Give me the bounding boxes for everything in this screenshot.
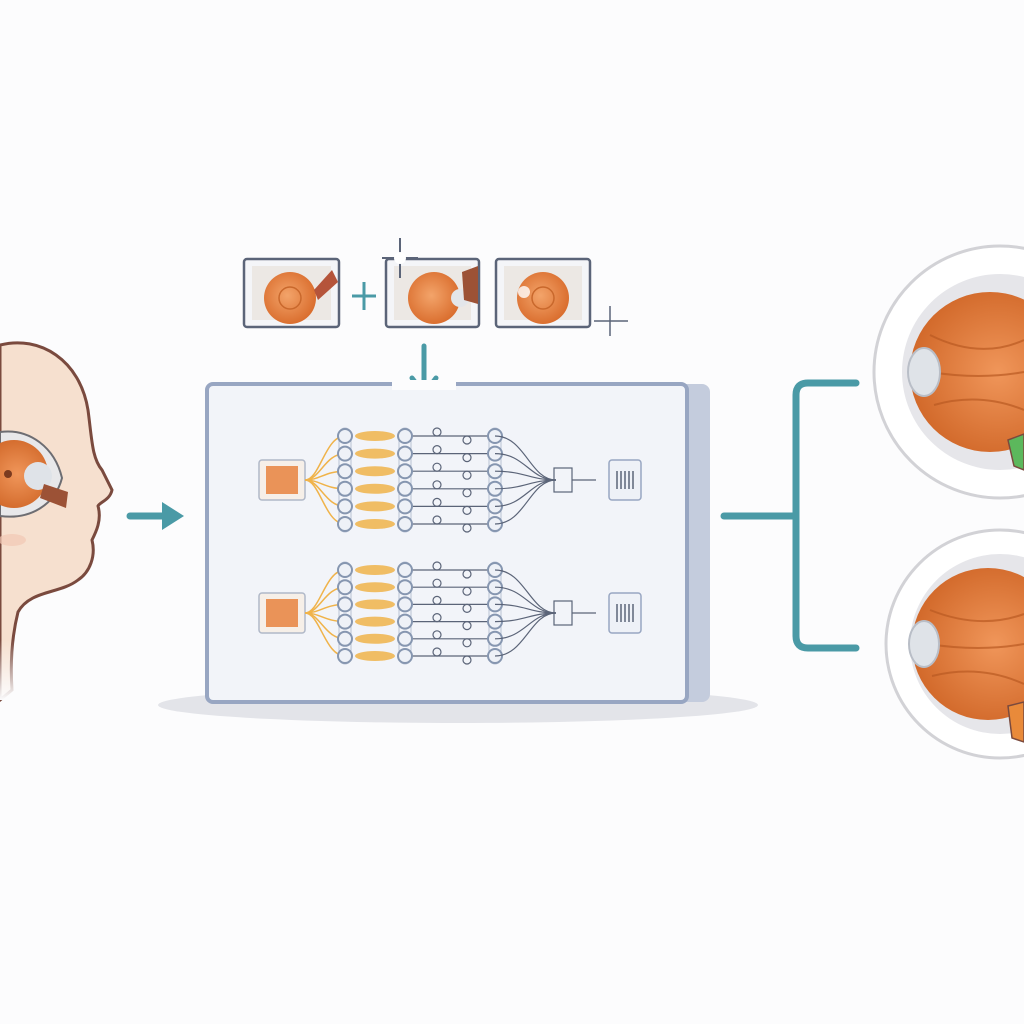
- neuron-node: [397, 498, 413, 515]
- output-connection: [494, 612, 557, 657]
- connection-joint: [462, 505, 472, 515]
- neuron-node: [397, 562, 413, 578]
- neuron-node: [397, 613, 413, 630]
- fundus-image-icon: [242, 257, 341, 329]
- eyeball-icon: [907, 292, 1024, 452]
- connection-joint: [462, 603, 472, 614]
- output-connection: [494, 435, 557, 481]
- connection-joint: [462, 638, 472, 648]
- connection-joint: [462, 586, 472, 596]
- arrow-to-model: [126, 502, 184, 530]
- connection-joint: [432, 561, 442, 571]
- weight-band: [355, 448, 395, 459]
- neuron-node: [397, 463, 413, 480]
- fundus-image-icon: [384, 257, 481, 329]
- neuron-node: [397, 445, 413, 462]
- neuron-node: [337, 516, 353, 532]
- input-patch-fill: [266, 599, 298, 627]
- connection-joint: [462, 523, 472, 533]
- neuron-node: [337, 596, 353, 613]
- connection-joint: [432, 578, 442, 588]
- weight-band: [355, 651, 395, 661]
- eyeball-icon: [908, 568, 1024, 720]
- connection-joint: [462, 569, 472, 579]
- connection-joint: [462, 435, 472, 445]
- output-eye-bottom: [884, 528, 1024, 760]
- connection-joint: [432, 427, 442, 437]
- face-profile-icon: [0, 341, 114, 702]
- neuron-node: [337, 613, 353, 630]
- weight-band: [355, 582, 395, 593]
- neuron-node: [337, 445, 353, 462]
- connection-joint: [432, 480, 442, 490]
- connection-joint: [432, 612, 442, 623]
- neuron-node: [397, 480, 413, 497]
- connection-joint: [462, 488, 472, 498]
- sparkle-icon: [382, 238, 418, 278]
- neuron-node: [397, 648, 413, 664]
- connection-joint: [462, 470, 472, 480]
- patient-eye: [0, 430, 68, 518]
- neuron-node: [337, 428, 353, 444]
- model-panel: [158, 380, 758, 723]
- sparkle-icon: [594, 306, 628, 336]
- input-patch-fill: [266, 466, 298, 494]
- input-images: [242, 238, 628, 336]
- neuron-node: [337, 463, 353, 480]
- weight-band: [355, 466, 395, 477]
- output-connection: [494, 479, 557, 525]
- neuron-node: [337, 498, 353, 515]
- neuron-node: [397, 579, 413, 596]
- weight-band: [355, 565, 395, 575]
- output-connector: [720, 379, 860, 652]
- connection-joint: [462, 453, 472, 463]
- connection-joint: [432, 445, 442, 455]
- weight-band: [355, 519, 395, 529]
- neural-network-icon: [258, 561, 642, 665]
- connection-joint: [432, 497, 442, 507]
- weight-band: [355, 431, 395, 441]
- neuron-node: [337, 480, 353, 497]
- connection-joint: [462, 655, 472, 665]
- fundus-image-icon: [494, 257, 592, 329]
- neuron-node: [397, 516, 413, 532]
- neuron-node: [337, 562, 353, 578]
- neural-network-icon: [258, 427, 642, 533]
- neuron-node: [337, 579, 353, 596]
- neuron-node: [397, 596, 413, 613]
- weight-band: [355, 483, 395, 494]
- plus-icon: [352, 282, 376, 310]
- weight-band: [355, 633, 395, 644]
- output-eye-top: [872, 244, 1024, 500]
- check-badge: [1007, 433, 1024, 471]
- connection-joint: [462, 620, 472, 631]
- neuron-node: [397, 630, 413, 647]
- connection-joint: [432, 515, 442, 525]
- connection-joint: [432, 647, 442, 657]
- patient-profile: [0, 341, 114, 702]
- neuron-node: [337, 648, 353, 664]
- connection-joint: [432, 595, 442, 606]
- warning-badge: [1007, 701, 1024, 743]
- weight-band: [355, 616, 395, 627]
- connection-joint: [432, 630, 442, 640]
- weight-band: [355, 501, 395, 512]
- weight-band: [355, 599, 395, 610]
- neuron-node: [337, 630, 353, 647]
- neuron-node: [397, 428, 413, 444]
- connection-joint: [432, 462, 442, 472]
